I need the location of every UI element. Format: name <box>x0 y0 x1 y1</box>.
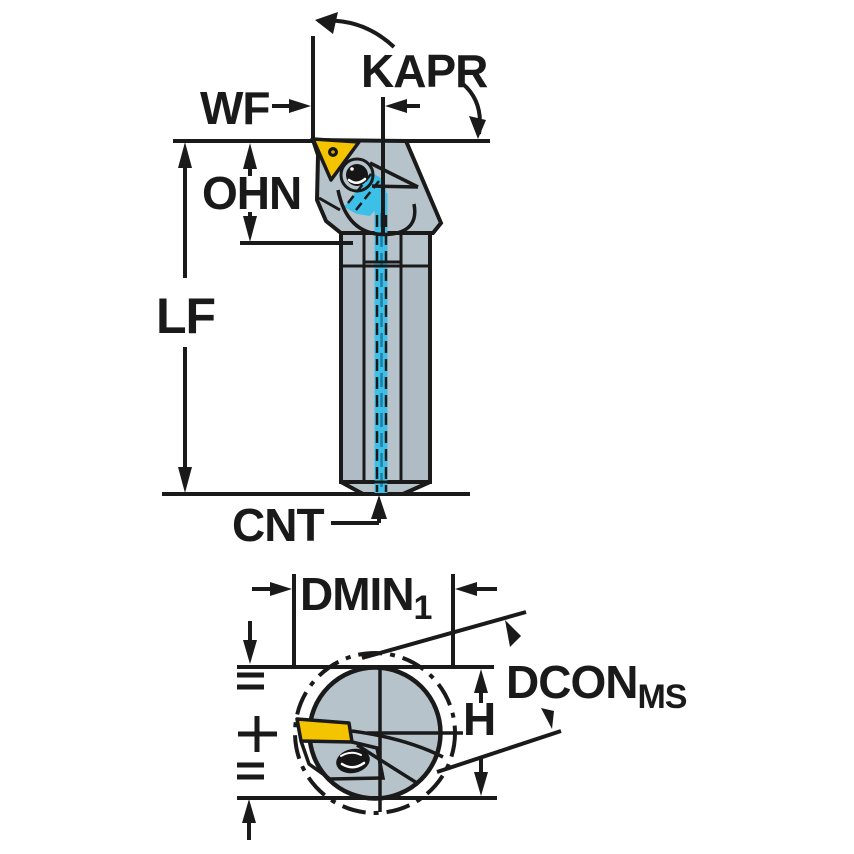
dmin-label: DMIN1 <box>300 568 432 627</box>
insert-section-view <box>295 717 354 744</box>
dmin-label-subscript: 1 <box>414 589 432 627</box>
coolant-duct-bend <box>357 180 387 216</box>
cnt-arrowhead-up <box>371 495 387 519</box>
ohn-label: OHN <box>202 167 301 219</box>
section-sweep-upper <box>351 729 444 759</box>
lf-arrowhead-up <box>178 142 192 168</box>
center-sym-arrowhead-up <box>242 799 256 823</box>
kapr-arrowhead-right <box>469 116 486 139</box>
wf-arrowhead-left <box>289 99 311 113</box>
h-arrowhead-down <box>474 772 488 796</box>
insert-side-view <box>311 137 361 182</box>
dmin-dimension: DMIN1 <box>252 568 497 667</box>
equal-symbol-top <box>237 672 264 690</box>
insert-hole-center <box>331 150 335 154</box>
kapr-arrowhead-left <box>315 12 338 34</box>
lf-arrowhead-down <box>178 467 192 493</box>
dcon-label: DCONMS <box>506 656 687 716</box>
screw-boss-ring <box>339 157 375 193</box>
lever-arm-upper-line <box>369 161 419 189</box>
dmin-label-main: DMIN <box>300 568 414 620</box>
dcon-tangent-line-lower <box>436 729 562 774</box>
coolant-duct-diagonal <box>344 172 384 214</box>
h-arrowhead-up <box>474 669 488 693</box>
section-sweep-lower <box>356 743 418 785</box>
lever-arm-lower-line <box>371 184 419 189</box>
lf-label: LF <box>156 288 215 344</box>
dcon-label-subscript: MS <box>637 678 686 716</box>
ohn-dimension: OHN <box>202 143 353 245</box>
ohn-arrowhead-down <box>243 216 257 242</box>
dmin-arrowhead-left <box>270 582 292 596</box>
cross-section-view: DMIN1 DCONMS H <box>237 568 688 840</box>
center-plus-symbol <box>238 716 277 752</box>
equal-symbol-bottom <box>237 762 264 780</box>
wf-arrowhead-right <box>385 99 407 113</box>
screw-highlight-dot <box>350 167 354 171</box>
dcon-dimension: DCONMS <box>361 610 688 774</box>
wf-dimension: WF <box>200 82 420 134</box>
dcon-arrowhead-upper <box>505 620 521 647</box>
screw-highlight-lower <box>347 177 367 184</box>
wf-label: WF <box>200 82 270 134</box>
side-view: KAPR WF OHN LF CNT <box>156 12 490 551</box>
dcon-tangent-line-upper <box>361 610 527 660</box>
shank-left-facet-shade <box>343 268 363 480</box>
pocket-edge-line <box>318 196 341 212</box>
shank-right-facet-shade <box>403 268 428 480</box>
cnt-label: CNT <box>232 499 324 551</box>
dmin-arrowhead-right <box>455 582 477 596</box>
ohn-arrowhead-up <box>243 143 257 169</box>
dcon-label-main: DCON <box>506 656 637 708</box>
center-height-symbols <box>237 621 277 840</box>
kapr-dimension: KAPR <box>315 12 489 139</box>
dcon-arrowhead-lower <box>541 708 554 729</box>
lf-dimension: LF <box>156 142 216 493</box>
center-sym-arrowhead-down <box>243 640 257 664</box>
clamp-boss-curve <box>336 189 417 237</box>
section-pocket-outline <box>299 740 386 781</box>
kapr-label: KAPR <box>361 45 488 97</box>
h-dimension: H <box>463 669 496 796</box>
cnt-callout: CNT <box>232 495 387 551</box>
h-label: H <box>463 693 495 745</box>
section-screw-slot-1 <box>340 761 366 769</box>
section-screw-slot-2 <box>340 751 362 757</box>
